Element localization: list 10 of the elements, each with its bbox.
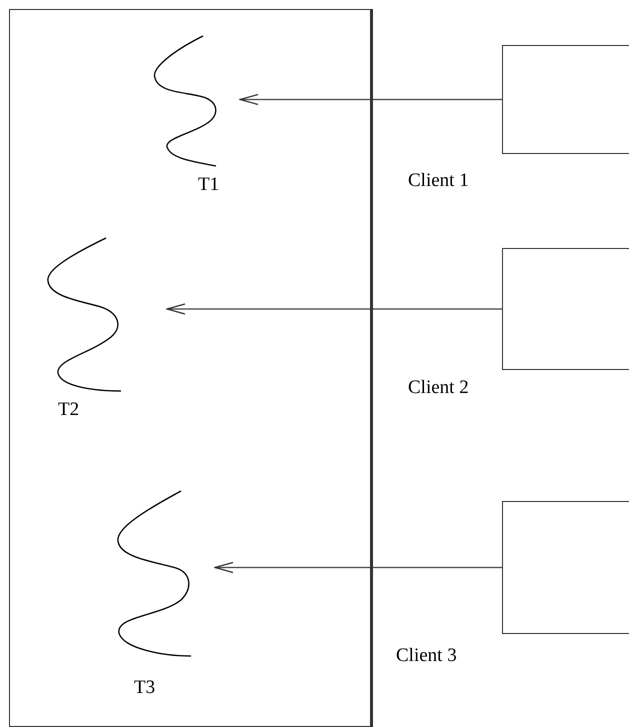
thread-label: T3 <box>134 677 156 699</box>
client-label: Client 3 <box>396 645 457 667</box>
client-label: Client 2 <box>408 377 469 399</box>
client-box <box>502 248 629 370</box>
thread-label: T1 <box>198 174 220 196</box>
server-box <box>9 9 373 727</box>
client-box <box>502 45 629 154</box>
thread-label: T2 <box>58 399 80 421</box>
client-box <box>502 501 629 634</box>
client-label: Client 1 <box>408 170 469 192</box>
